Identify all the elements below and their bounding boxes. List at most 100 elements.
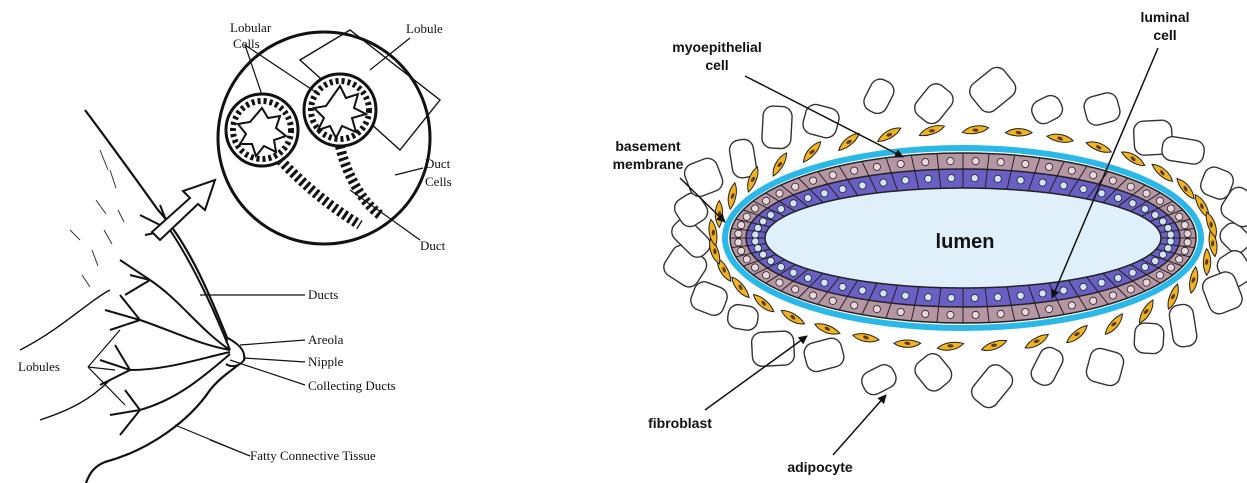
fibroblast [918,125,945,137]
label-lobular-cells-2: Cells [233,36,260,51]
myoepithelial-cell-nucleus [735,230,742,237]
luminal-cell-nucleus [971,175,978,182]
myoepithelial-cell-nucleus [752,205,759,212]
myoepithelial-cell-nucleus [829,172,836,179]
luminal-cell-nucleus [754,224,761,231]
myoepithelial-cell-nucleus [1143,190,1150,197]
luminal-cell-nucleus [902,292,909,299]
luminal-cell-nucleus [1152,257,1159,264]
luminal-cell-nucleus [767,257,774,264]
myoepithelial-cell-nucleus [1143,279,1150,286]
adipocyte [726,303,759,331]
label-basement-2: membrane [613,156,684,172]
myoepithelial-cell-nucleus [763,272,770,279]
myoepithelial-cell-nucleus [792,286,799,293]
luminal-cell-nucleus [948,294,955,301]
fibroblast [780,305,805,329]
adipocyte [966,63,1020,116]
fibroblast [937,341,963,351]
myoepithelial-cell-nucleus [897,308,904,315]
myoepithelial-cell-nucleus [897,160,904,167]
luminal-cell-nucleus [839,186,846,193]
myoepithelial-cell-nucleus [1090,172,1097,179]
label-luminal: luminal [1140,9,1189,25]
adipocyte [682,155,726,199]
myoepithelial-cell-nucleus [873,306,880,313]
luminal-cell-nucleus [971,294,978,301]
myoepithelial-cell-nucleus [1181,222,1188,229]
luminal-cell-nucleus [754,245,761,252]
luminal-cell-nucleus [821,190,828,197]
myoepithelial-cell-nucleus [1068,167,1075,174]
fibroblast [1101,313,1127,335]
luminal-cell-nucleus [1017,292,1024,299]
luminal-cell-nucleus [1039,290,1046,297]
fibroblast [981,340,1008,352]
luminal-cell-nucleus [859,287,866,294]
adipocyte [860,76,897,117]
myoepithelial-cell-nucleus [1167,205,1174,212]
luminal-cell-nucleus [1080,186,1087,193]
myoepithelial-cell-nucleus [997,310,1004,317]
adipocyte [1028,92,1066,127]
luminal-cell-nucleus [760,251,767,258]
luminal-cell-nucleus [1098,190,1105,197]
adipocyte [911,350,956,395]
label-duct-cells-2: Cells [425,174,452,189]
fibroblast [1005,125,1032,139]
label-duct: Duct [420,238,446,253]
luminal-cell-nucleus [1129,200,1136,207]
myoepithelial-cell-nucleus [752,264,759,271]
luminal-cell-nucleus [1115,194,1122,201]
luminal-cell-nucleus [1159,218,1166,225]
luminal-cell-nucleus [760,218,767,225]
myoepithelial-cell-nucleus [1156,272,1163,279]
luminal-cell-nucleus [1039,179,1046,186]
label-nipple: Nipple [308,354,344,369]
breast-anatomy-illustration: Lobular Cells Lobule Duct Cells Duct Duc… [18,20,452,483]
myoepithelial-cell-nucleus [1046,163,1053,170]
adipocyte [1028,344,1067,389]
myoepithelial-cell-nucleus [1176,213,1183,220]
adipocyte [858,361,899,398]
luminal-cell-nucleus [1141,263,1148,270]
myoepithelial-cell-nucleus [997,159,1004,166]
lobule-duct-tree [100,205,230,435]
myoepithelial-cell-nucleus [810,177,817,184]
myoepithelial-cell-nucleus [873,163,880,170]
adipocyte [911,80,957,128]
label-lobules: Lobules [18,359,60,374]
luminal-cell-nucleus [790,200,797,207]
myoepithelial-cell-nucleus [922,310,929,317]
myoepithelial-cell-nucleus [1176,256,1183,263]
luminal-cell-nucleus [777,205,784,212]
adipocyte [761,106,792,149]
luminal-cell-nucleus [902,177,909,184]
myoepithelial-cell-nucleus [1046,306,1053,313]
fibroblast [814,318,840,339]
myoepithelial-cell-nucleus [776,279,783,286]
luminal-cell-nucleus [1165,224,1172,231]
luminal-cell-nucleus [790,269,797,276]
myoepithelial-cell-nucleus [1090,297,1097,304]
label-areola: Areola [308,332,344,347]
luminal-cell-nucleus [1060,182,1067,189]
myoepithelial-cell-nucleus [829,297,836,304]
luminal-cell-nucleus [880,179,887,186]
fibroblast [1064,325,1091,344]
luminal-cell-nucleus [804,274,811,281]
myoepithelial-cell-nucleus [738,222,745,229]
fibroblast [1047,129,1074,147]
myoepithelial-cell-nucleus [743,256,750,263]
luminal-cell-nucleus [1017,177,1024,184]
label-fatty-tissue: Fatty Connective Tissue [250,448,376,463]
myoepithelial-cell-nucleus [1184,239,1191,246]
label-adipocyte: adipocyte [787,459,853,475]
luminal-cell-nucleus [1167,238,1174,245]
myoepithelial-cell-nucleus [1109,177,1116,184]
luminal-cell-nucleus [994,294,1001,301]
luminal-cell-nucleus [804,194,811,201]
arrow-adipocyte [833,395,886,455]
luminal-cell-nucleus [925,294,932,301]
